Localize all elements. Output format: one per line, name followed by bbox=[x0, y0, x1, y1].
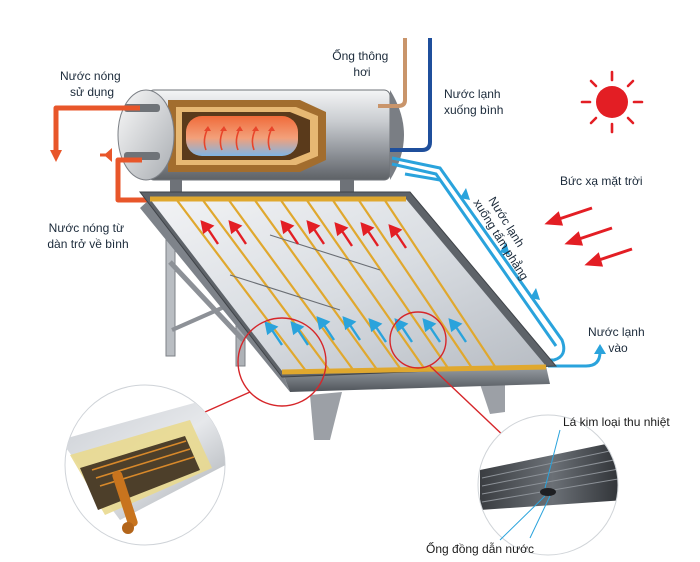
label-hot-water-use: Nước nóng sử dụng bbox=[60, 69, 124, 99]
label-hot-water-return: Nước nóng từ dàn trở về bình bbox=[47, 221, 128, 251]
label-vent-pipe: Ống thông hơi bbox=[332, 48, 391, 79]
sun-icon bbox=[580, 70, 644, 134]
label-cold-water-to-panel: Nước lạnh xuống tấm phẳng bbox=[470, 189, 543, 282]
collector-risers bbox=[175, 199, 499, 371]
label-copper-pipe: Ống đồng dẫn nước bbox=[426, 541, 534, 556]
zoom-detail-collector-section bbox=[64, 384, 226, 546]
label-absorber-fin: Lá kim loại thu nhiệt bbox=[563, 415, 670, 429]
callouts bbox=[204, 311, 509, 441]
hot-water-return-pipe bbox=[115, 157, 150, 203]
cold-water-in-arrow-icon bbox=[594, 344, 606, 354]
label-cold-water-down-tank: Nước lạnh xuống bình bbox=[444, 87, 504, 117]
zoom-detail-absorber-fin bbox=[477, 414, 619, 556]
storage-tank bbox=[117, 89, 404, 181]
cold-panel-arrow-icons bbox=[264, 316, 467, 346]
hot-water-use-pipe bbox=[53, 105, 140, 156]
flat-plate-collector bbox=[138, 191, 558, 392]
radiation-arrow-icons bbox=[544, 206, 633, 267]
hot-flow-arrow-icons bbox=[200, 220, 407, 249]
cold-water-flow-lines bbox=[391, 156, 566, 362]
tank-end-cap bbox=[117, 89, 175, 181]
cold-water-supply-pipe bbox=[390, 38, 432, 152]
label-cold-water-in: Nước lạnh vào bbox=[588, 325, 648, 355]
cold-flow-arrow-icons bbox=[460, 188, 540, 300]
cold-water-inlet-pipe bbox=[548, 351, 602, 368]
label-solar-radiation: Bức xạ mặt trời bbox=[560, 174, 643, 188]
bottom-header-pipe bbox=[281, 364, 547, 375]
vent-pipe bbox=[378, 38, 407, 108]
hot-water-use-arrow-icon bbox=[50, 150, 62, 162]
tank-cutaway bbox=[168, 100, 326, 172]
